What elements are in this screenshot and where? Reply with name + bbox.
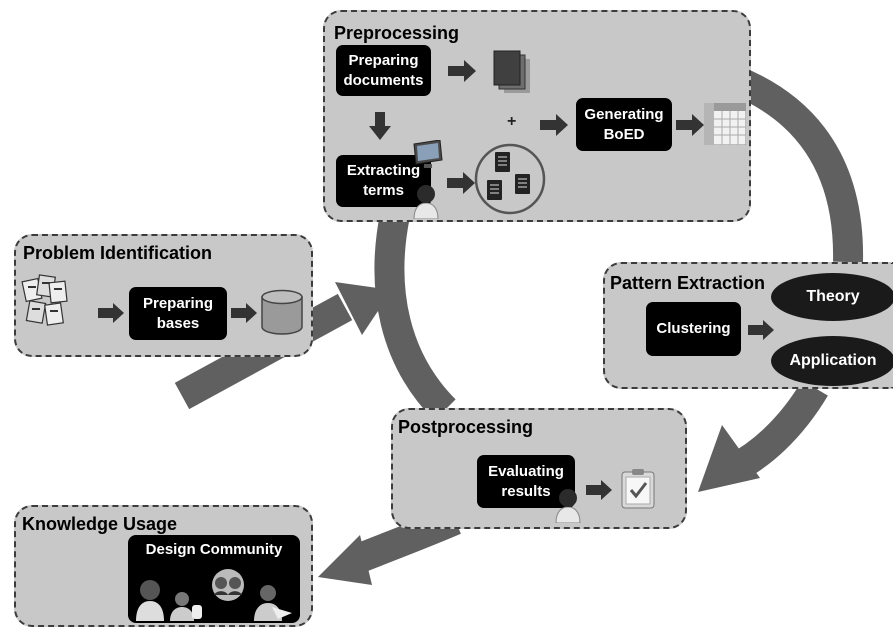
arrow-to-clusters: [748, 320, 774, 340]
person-icon: [555, 489, 581, 523]
preparing-bases-box[interactable]: Preparing bases: [129, 287, 227, 340]
clustering-box[interactable]: Clustering: [646, 302, 741, 356]
arrow-to-generating-boed: [540, 114, 568, 136]
arrow-to-checklist: [586, 480, 612, 500]
arrow-to-database: [231, 303, 257, 323]
preparing-documents-box[interactable]: Preparing documents: [336, 45, 431, 96]
arrow-to-preparing-bases: [98, 303, 124, 323]
arrow-to-document-stack: [448, 60, 476, 82]
preparing-bases-line1: Preparing: [142, 294, 214, 312]
evaluating-results-line1: Evaluating: [488, 462, 564, 480]
papers-icon: [21, 274, 68, 326]
design-community-title: Design Community: [145, 541, 283, 558]
knowledge-usage-title: Knowledge Usage: [22, 514, 178, 534]
flow-arrowhead-knowledge: [318, 535, 372, 585]
document-stack-icon: [493, 50, 530, 93]
design-community-box[interactable]: Design Community: [128, 535, 300, 623]
flow-arc-postprocessing-to-preprocessing: [374, 212, 456, 421]
extracting-terms-line2: terms: [363, 182, 404, 199]
clustering-label: Clustering: [656, 320, 731, 337]
flow-arc-preprocessing-to-pattern: [729, 66, 864, 263]
plus-sign: +: [507, 113, 517, 130]
matrix-table-icon: [704, 103, 746, 145]
preprocessing-title: Preprocessing: [334, 23, 460, 43]
evaluating-results-box[interactable]: Evaluating results: [477, 455, 575, 508]
flow-arrowhead-postprocessing: [698, 425, 760, 492]
evaluating-results-line2: results: [501, 482, 551, 500]
person-icon: [413, 185, 439, 219]
flow-arc-pattern-to-postprocessing: [727, 380, 828, 482]
generating-boed-box[interactable]: Generating BoED: [576, 98, 672, 151]
generating-boed-line1: Generating: [584, 105, 664, 123]
arrow-to-documents-circle: [447, 172, 475, 194]
problem-identification-title: Problem Identification: [23, 243, 213, 263]
flow-arrowhead-entry: [335, 282, 392, 335]
pattern-extraction-title: Pattern Extraction: [610, 273, 766, 293]
checklist-icon: [621, 469, 655, 509]
application-label: Application: [789, 352, 877, 369]
application-ellipse[interactable]: Application: [771, 336, 893, 386]
theory-label: Theory: [806, 288, 860, 305]
arrow-to-matrix: [676, 114, 704, 136]
documents-circle-icon: [474, 143, 546, 215]
extracting-terms-box[interactable]: Extracting terms: [336, 155, 431, 207]
theory-ellipse[interactable]: Theory: [771, 273, 893, 321]
database-cylinder-icon: [261, 289, 303, 335]
preparing-bases-line2: bases: [156, 314, 200, 332]
postprocessing-title: Postprocessing: [398, 417, 534, 437]
preparing-documents-line2: documents: [343, 71, 424, 89]
generating-boed-line2: BoED: [603, 125, 645, 143]
preparing-documents-line1: Preparing: [348, 51, 419, 69]
extracting-terms-line1: Extracting: [346, 162, 421, 179]
monitor-icon: [413, 140, 443, 168]
group-users-icon: [136, 569, 292, 621]
arrow-down-to-extracting: [369, 112, 391, 140]
